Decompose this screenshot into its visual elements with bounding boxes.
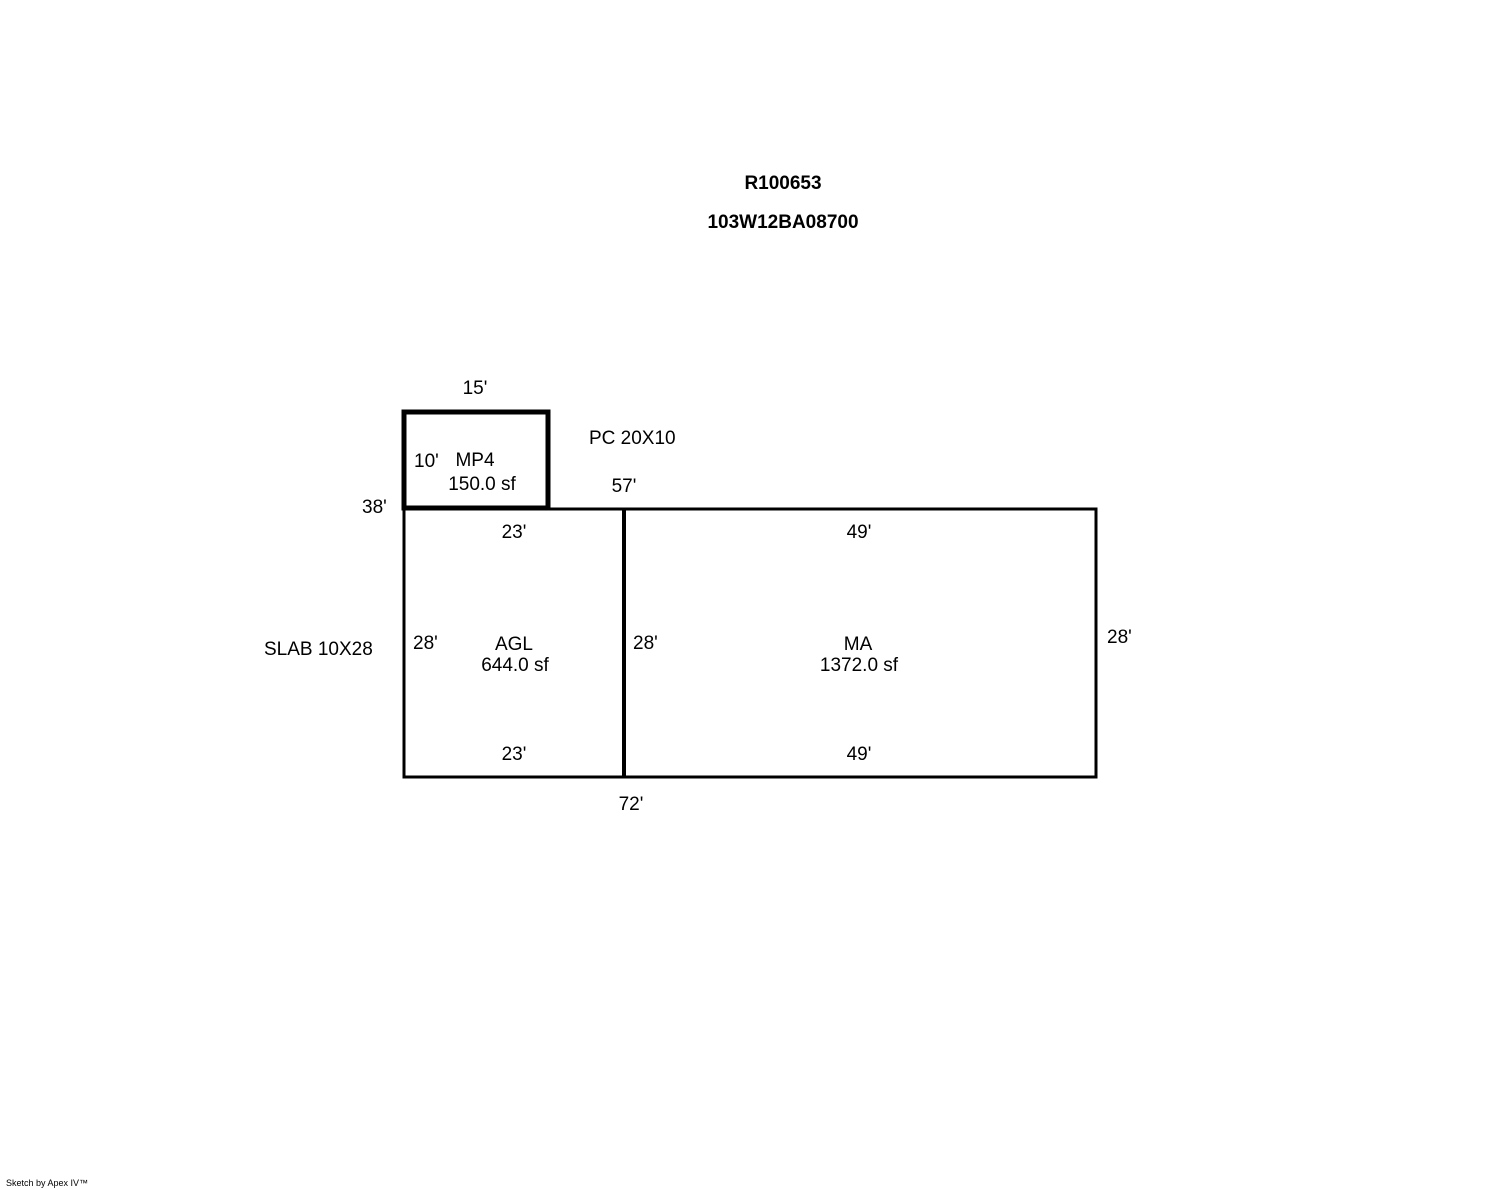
mp4-code-label: MP4 <box>455 450 495 471</box>
agl-left-dimension: 28' <box>413 633 438 654</box>
porch-note: PC 20X10 <box>589 428 676 449</box>
agl-top-dimension: 23' <box>501 522 527 543</box>
mp4-area-label: 150.0 sf <box>448 474 516 495</box>
ma-top-dimension: 49' <box>846 522 872 543</box>
mp4-top-dimension: 15' <box>462 378 488 399</box>
agl-bottom-dimension: 23' <box>501 744 527 765</box>
agl-area-label: 644.0 sf <box>481 655 549 676</box>
ma-right-dimension: 28' <box>1107 627 1132 648</box>
top-run-dimension: 57' <box>611 476 637 497</box>
left-total-dimension: 38' <box>362 497 387 518</box>
account-number: R100653 <box>744 173 822 194</box>
ma-area-label: 1372.0 sf <box>819 655 899 676</box>
ma-bottom-dimension: 49' <box>846 744 872 765</box>
mp4-side-dimension: 10' <box>414 451 439 472</box>
ma-code-label: MA <box>843 634 873 655</box>
sketch-credit: Sketch by Apex IV™ <box>6 1178 89 1188</box>
main-outline <box>402 507 1098 779</box>
ma-left-dimension: 28' <box>633 633 658 654</box>
slab-note: SLAB 10X28 <box>264 639 373 660</box>
map-taxlot: 103W12BA08700 <box>707 212 859 233</box>
agl-code-label: AGL <box>494 634 534 655</box>
bottom-total-dimension: 72' <box>618 794 644 815</box>
